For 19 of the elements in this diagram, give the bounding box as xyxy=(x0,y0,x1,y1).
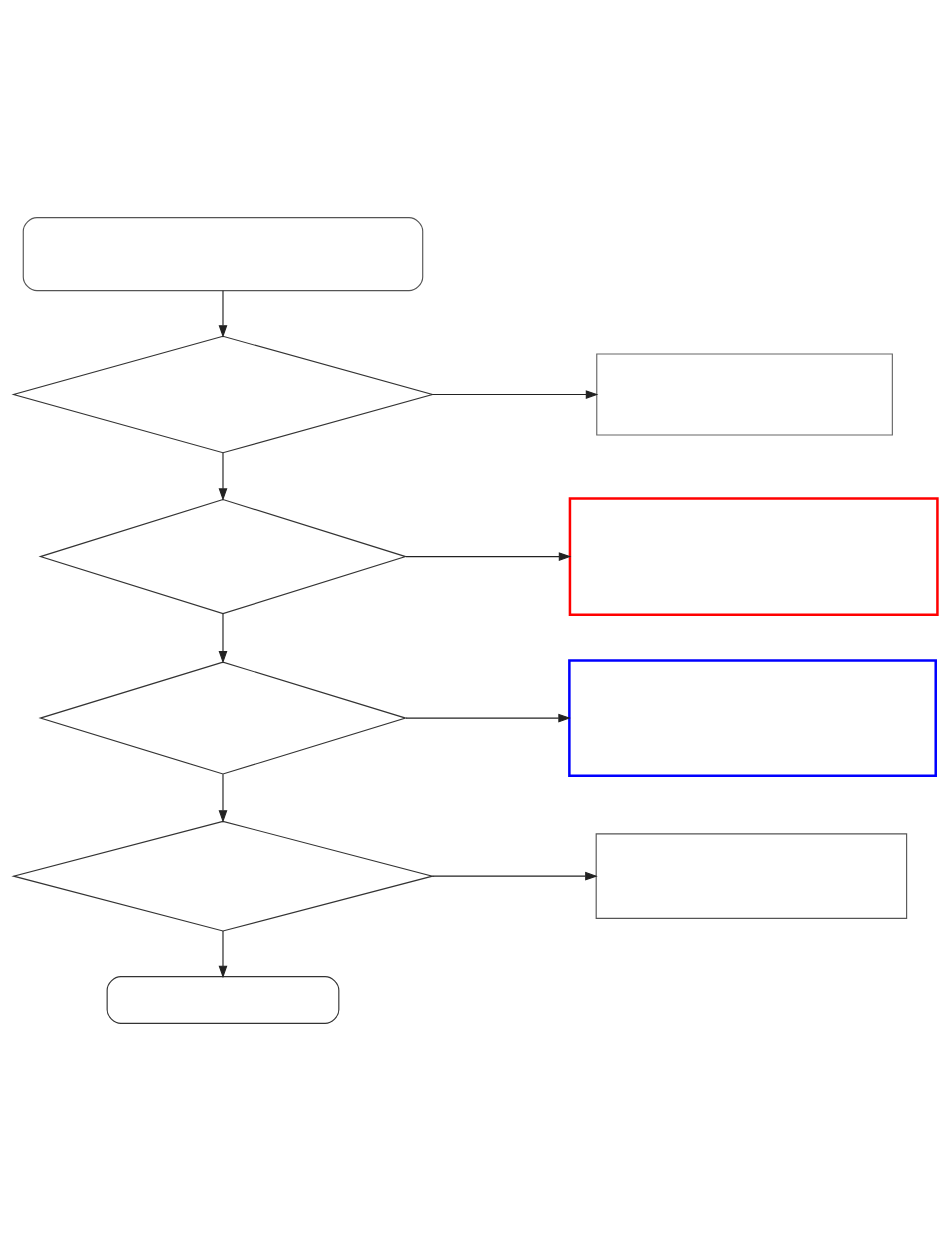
arrow xyxy=(404,552,571,561)
node-diamond xyxy=(37,661,408,775)
node-box xyxy=(595,353,893,436)
node-box xyxy=(22,217,423,292)
node-diamond xyxy=(10,820,435,932)
arrow xyxy=(218,930,227,979)
arrow xyxy=(218,290,227,338)
node-box xyxy=(106,976,339,1024)
arrow xyxy=(405,713,571,723)
arrow xyxy=(218,613,227,664)
node-box xyxy=(595,833,907,919)
arrow xyxy=(431,390,598,399)
node-box xyxy=(568,497,939,617)
node-diamond xyxy=(10,335,435,454)
arrow xyxy=(431,871,598,881)
arrow xyxy=(218,452,227,501)
node-diamond xyxy=(37,498,407,615)
node-box xyxy=(567,659,937,777)
arrow xyxy=(218,773,227,823)
